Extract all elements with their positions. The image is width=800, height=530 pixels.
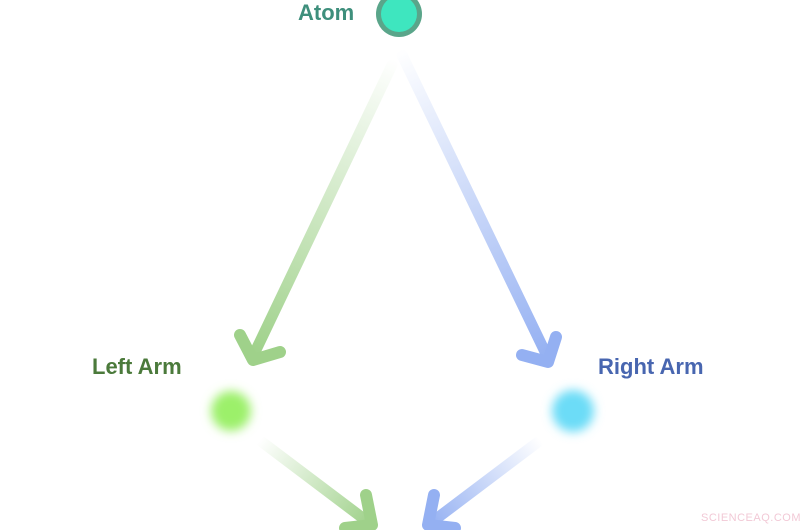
atom-label: Atom bbox=[298, 0, 355, 25]
left-arm-node bbox=[211, 391, 251, 431]
right-arm-label: Right Arm bbox=[598, 354, 704, 379]
arrow-right-arm-to-bottom bbox=[422, 436, 544, 530]
right-arm-node bbox=[552, 390, 594, 432]
arrow-atom-to-left-arm bbox=[234, 59, 398, 366]
arrow-left-arm-to-bottom bbox=[256, 436, 378, 530]
left-arm-label: Left Arm bbox=[92, 354, 182, 379]
arrow-atom-to-right-arm bbox=[396, 49, 562, 368]
watermark: SCIENCEAQ.COM bbox=[701, 512, 800, 524]
atom-node bbox=[376, 0, 422, 37]
